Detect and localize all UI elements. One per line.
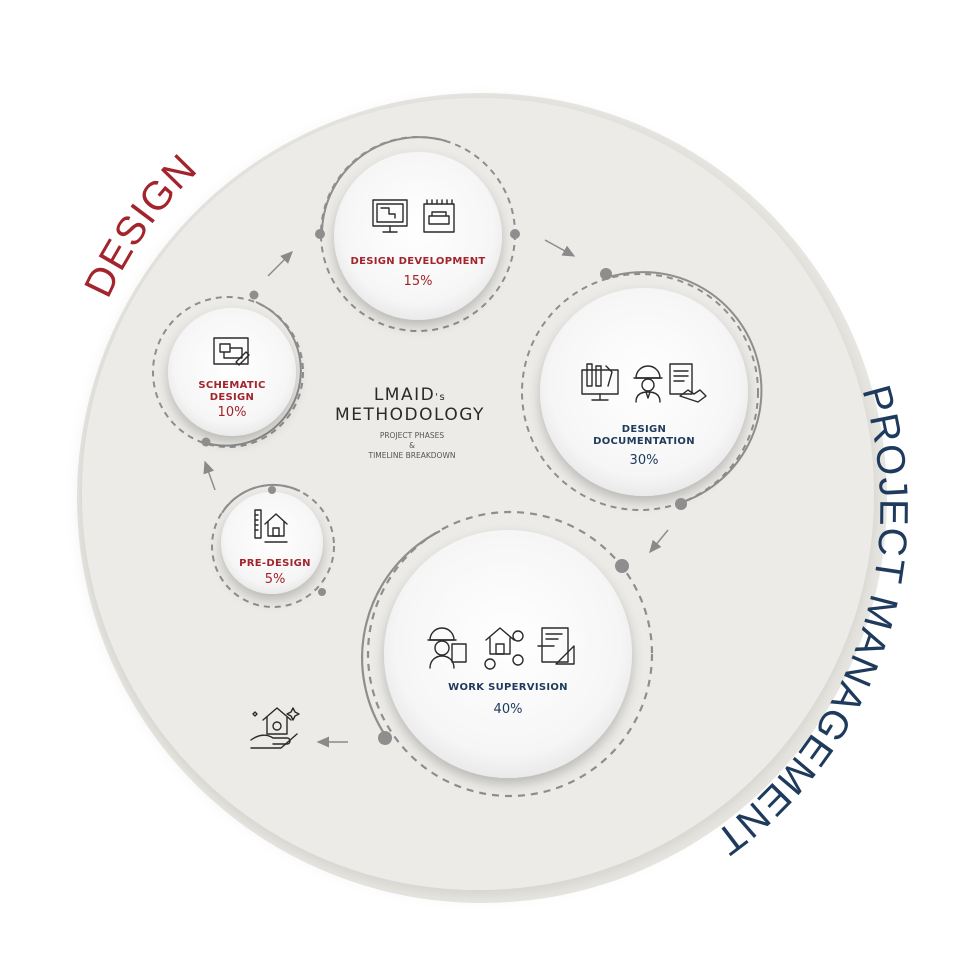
arrow-development-to-documentation bbox=[544, 239, 576, 257]
schematic-ring bbox=[152, 296, 304, 448]
phase-schematic-design: SCHEMATIC DESIGN 10% bbox=[152, 290, 304, 448]
sofa-sketch-icon bbox=[423, 199, 455, 233]
center-title-line2: METHODOLOGY bbox=[335, 405, 485, 425]
ruler-house-icon bbox=[254, 509, 288, 543]
drafting-icon bbox=[537, 627, 575, 665]
development-name: DESIGN DEVELOPMENT bbox=[350, 256, 485, 267]
schematic-pct: 10% bbox=[218, 405, 247, 420]
supervision-ring-solid bbox=[361, 530, 441, 739]
phase-work-supervision: WORK SUPERVISION 40% bbox=[361, 510, 654, 798]
center-subtitle-1: PROJECT PHASES bbox=[380, 431, 445, 440]
pre-design-pct: 5% bbox=[265, 572, 286, 587]
arrow-schematic-to-development bbox=[267, 251, 293, 277]
documentation-name-line1: DESIGN bbox=[622, 424, 666, 435]
contract-handshake-icon bbox=[669, 363, 707, 403]
schematic-name-line2: DESIGN bbox=[210, 392, 254, 403]
development-circle bbox=[334, 152, 502, 320]
center-subtitle-3: TIMELINE BREAKDOWN bbox=[368, 451, 456, 460]
documentation-node-bottom bbox=[675, 498, 687, 510]
pre-design-circle bbox=[221, 492, 323, 594]
development-node-left bbox=[315, 229, 325, 239]
pre-design-ring-solid bbox=[221, 483, 301, 514]
supervision-node-top bbox=[615, 559, 629, 573]
schematic-node-top bbox=[249, 290, 259, 300]
hand-house-icon bbox=[250, 707, 300, 749]
supervision-name: WORK SUPERVISION bbox=[448, 682, 568, 693]
arrow-pre-to-schematic bbox=[203, 460, 216, 491]
monitor-plan-icon bbox=[372, 199, 408, 233]
development-node-right bbox=[510, 229, 520, 239]
worker-icon bbox=[427, 627, 467, 669]
pre-design-node bbox=[268, 486, 276, 494]
blueprint-icon bbox=[213, 337, 250, 366]
schematic-node-bottom bbox=[201, 437, 211, 447]
monitor-tools-icon bbox=[581, 363, 619, 401]
phase-design-development: DESIGN DEVELOPMENT 15% bbox=[315, 136, 520, 332]
supervision-node-left bbox=[378, 731, 392, 745]
documentation-ring-solid bbox=[605, 271, 763, 504]
supervision-pct: 40% bbox=[494, 702, 523, 717]
center-subtitle-2: & bbox=[409, 441, 415, 450]
schematic-name-line1: SCHEMATIC bbox=[198, 380, 265, 391]
documentation-node-top bbox=[600, 268, 612, 280]
flow-arrows bbox=[203, 239, 669, 748]
house-tools-icon bbox=[484, 627, 524, 670]
development-pct: 15% bbox=[404, 274, 433, 289]
center-title-line1: LMAID's bbox=[374, 385, 446, 405]
documentation-pct: 30% bbox=[630, 453, 659, 468]
supervision-ring bbox=[366, 510, 654, 798]
center-title-block: LMAID's METHODOLOGY PROJECT PHASES & TIM… bbox=[335, 385, 485, 460]
pre-design-node-2 bbox=[318, 588, 326, 596]
engineer-icon bbox=[633, 365, 663, 403]
phase-pre-design: PRE-DESIGN 5% bbox=[211, 483, 335, 608]
arrow-documentation-to-supervision bbox=[649, 529, 669, 554]
schematic-circle bbox=[168, 308, 296, 436]
documentation-name-line2: DOCUMENTATION bbox=[593, 436, 695, 447]
documentation-ring bbox=[521, 273, 759, 511]
phase-design-documentation: DESIGN DOCUMENTATION 30% bbox=[521, 268, 763, 511]
development-ring-solid bbox=[320, 136, 447, 237]
pre-design-name: PRE-DESIGN bbox=[239, 558, 311, 569]
schematic-ring-solid bbox=[205, 301, 302, 447]
